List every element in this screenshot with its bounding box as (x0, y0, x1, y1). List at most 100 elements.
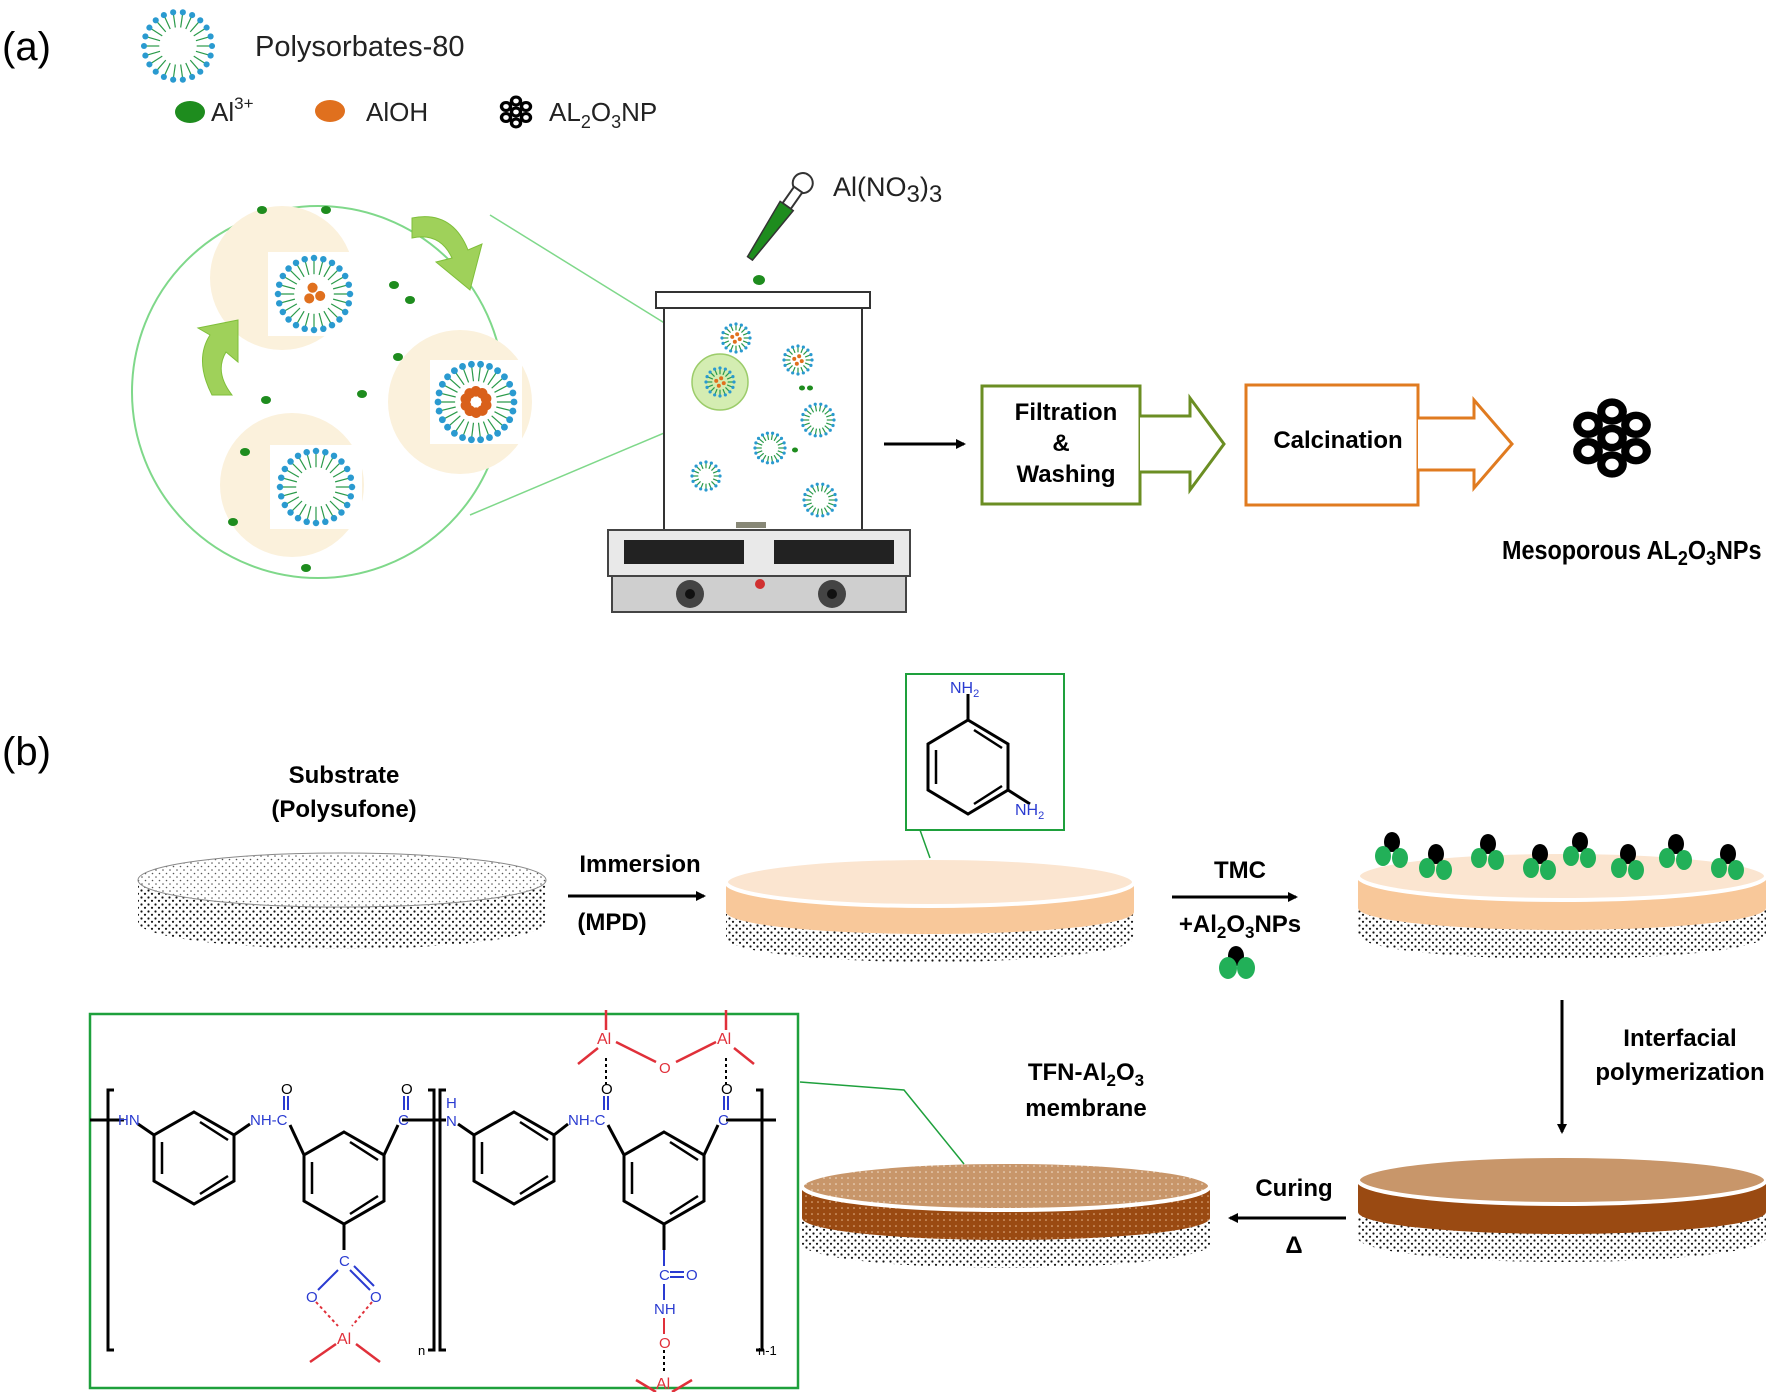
nh2-top-label: NH2 (950, 680, 979, 700)
chem-o-amide: O (686, 1267, 698, 1284)
curved-arrow-1-icon (411, 216, 483, 291)
curved-arrow-2-icon (196, 319, 239, 396)
filtration-label-1: Filtration (1015, 399, 1118, 426)
chem-al-bottom: Al (656, 1376, 670, 1392)
filtration-label-2: & (1052, 430, 1069, 457)
dropper-drop (753, 275, 765, 285)
substrate-label-1: Substrate (289, 762, 400, 789)
tmc-label: TMC (1214, 857, 1266, 884)
legend-al3-label: Al3+ (211, 94, 254, 127)
zoom-micelles (274, 254, 518, 527)
micelle (782, 344, 814, 376)
chem-n-1-subscript: n-1 (758, 1343, 777, 1358)
legend-aloh-label: AlOH (366, 97, 428, 127)
calcination-arrow-icon (1418, 395, 1514, 493)
mesoporous-al2o3np-icon (1573, 398, 1651, 478)
chem-al-bridge-1: Al (597, 1031, 611, 1048)
micelle (140, 9, 216, 83)
chem-al-chelate: Al (337, 1331, 351, 1348)
micelle (720, 322, 752, 354)
al2o3np-cluster-icon (499, 95, 533, 129)
interfacial-label-1: Interfacial (1623, 1025, 1736, 1052)
hot-plate-knob-right-center (827, 589, 837, 599)
beaker (663, 307, 863, 531)
surfactant-micelle-icon (140, 9, 216, 83)
chem-c-amide: C (659, 1267, 670, 1284)
calcination-label: Calcination (1273, 427, 1402, 454)
micelle (690, 460, 722, 492)
zoom-al3-ions (228, 206, 415, 572)
chem-o-amide2: O (659, 1335, 671, 1352)
al3-ion-icon (175, 101, 205, 123)
legend-surfactant-label: Polysorbates-80 (255, 31, 465, 63)
polymer-bonds (283, 1010, 755, 1394)
curing-label: Curing (1255, 1175, 1332, 1202)
chem-o-bridge: O (659, 1060, 671, 1077)
micelle (274, 254, 354, 334)
chem-n: N (446, 1113, 457, 1130)
chem-nh-amide: NH (654, 1301, 676, 1318)
panel-a-label: (a) (2, 25, 51, 69)
micelle (704, 366, 736, 398)
additive-label: +Al2O3NPs (1179, 911, 1301, 942)
beaker-highlight (691, 353, 749, 411)
chem-o-top-4: O (721, 1081, 733, 1098)
chem-o-c2: O (370, 1289, 382, 1306)
hot-plate-knob-left-center (685, 589, 695, 599)
polymer-structure-box (88, 1012, 800, 1390)
mpd-callout-line (919, 829, 931, 859)
mpd-structure-box (905, 673, 1065, 831)
chem-o-top-2: O (401, 1081, 413, 1098)
hot-plate-pad-right (774, 540, 894, 564)
disk-nanoparticles (1375, 832, 1744, 880)
chem-c-right: C (718, 1112, 729, 1129)
micelle (434, 360, 518, 444)
beaker-micelles (690, 322, 838, 518)
tfn-membrane-disk (800, 1160, 1212, 1268)
mpd-label: (MPD) (577, 909, 646, 936)
micelle (800, 402, 836, 438)
chem-o-top-3: O (601, 1081, 613, 1098)
product-label: Mesoporous AL2O3NPs (1502, 537, 1762, 570)
substrate-disk (137, 852, 547, 949)
chem-callout-line (799, 1081, 965, 1165)
aloh-icon (315, 100, 345, 122)
reagent-label: Al(NO3)3 (833, 172, 942, 208)
delta-label: Δ (1285, 1232, 1302, 1259)
chem-h: H (446, 1095, 457, 1112)
chem-hn-left: HN (118, 1112, 140, 1129)
hot-plate-indicator-light (755, 579, 765, 589)
hot-plate-pad-left (624, 540, 744, 564)
micelle (276, 447, 356, 527)
chem-n-subscript: n (418, 1343, 425, 1358)
beaker-lid (655, 291, 871, 309)
chem-nh-c-2: NH-C (568, 1112, 606, 1129)
legend-al2o3np-label: AL2O3NP (549, 97, 657, 132)
filtration-label-3: Washing (1016, 461, 1115, 488)
tfn-label-1: TFN-Al2O3 (1028, 1059, 1144, 1090)
micelle (753, 431, 787, 465)
micelle (802, 482, 838, 518)
chem-c-mid: C (398, 1112, 409, 1129)
panel-b-label: (b) (2, 730, 51, 774)
chem-nh-c-1: NH-C (250, 1112, 288, 1129)
polymer-structure (90, 1088, 776, 1352)
tfn-label-2: membrane (1025, 1095, 1146, 1122)
interfacial-label-2: polymerization (1595, 1059, 1764, 1086)
substrate-label-2: (Polysufone) (271, 796, 416, 823)
nh2-bottom-label: NH2 (1015, 802, 1044, 822)
chem-al-bridge-2: Al (717, 1031, 731, 1048)
al2o3np-particle-icon (1219, 946, 1255, 979)
chem-o-top-1: O (281, 1081, 293, 1098)
polymerized-disk (1356, 1154, 1768, 1262)
filtration-arrow-icon (1140, 393, 1226, 495)
dropper-icon (746, 172, 814, 262)
immersion-label: Immersion (579, 851, 700, 878)
mpd-benzene-ring (926, 694, 1031, 816)
chem-o-c1: O (306, 1289, 318, 1306)
stir-bar (736, 522, 766, 528)
chem-c-carboxyl: C (339, 1253, 350, 1270)
mpd-coated-disk (724, 856, 1136, 962)
